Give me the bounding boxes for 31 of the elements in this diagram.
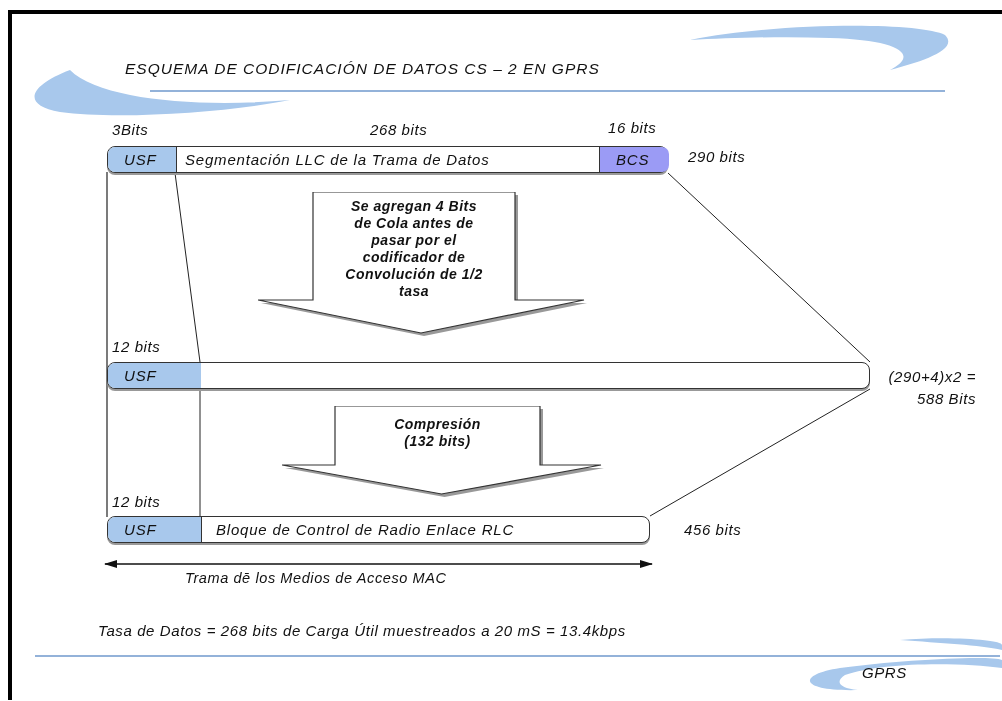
projection-line — [649, 388, 871, 517]
field-label: USF — [124, 521, 157, 538]
field-cell — [599, 147, 669, 172]
frame-bar — [107, 516, 650, 543]
dimension-label: Trama dē los Medios de Acceso MAC — [185, 570, 447, 586]
bit-count-label: 290 bits — [688, 148, 746, 165]
title: ESQUEMA DE CODIFICACIÓN DE DATOS CS – 2 EN GPRS — [125, 60, 600, 78]
projection-line — [667, 172, 871, 363]
field-cell — [108, 363, 201, 388]
bit-count-label: 12 bits — [112, 338, 161, 355]
field-label: USF — [124, 151, 157, 168]
footer-label: GPRS — [862, 664, 907, 681]
field-cell — [108, 147, 176, 172]
bit-count-label: (290+4)x2 = 588 Bits — [887, 367, 976, 409]
field-label: Bloque de Control de Radio Enlace RLC — [216, 521, 515, 538]
arrow-label: Compresión (132 bits) — [393, 416, 482, 450]
formula-note: Tasa de Datos = 268 bits de Carga Útil muestreados a 20 mS = 13.4kbps — [98, 622, 626, 639]
field-label: Segmentación LLC de la Trama de Datos — [185, 151, 490, 168]
bit-count-label: 456 bits — [684, 521, 742, 538]
projection-line — [199, 388, 201, 517]
field-cell — [108, 517, 201, 542]
frame-bar — [107, 362, 870, 389]
field-label: USF — [124, 367, 157, 384]
arrow-label: Se agregan 4 Bits de Cola antes de pasar por el codificador de Convolución de 1/2 tasa — [344, 198, 484, 300]
bit-count-label: 12 bits — [112, 493, 161, 510]
bit-count-label: 268 bits — [370, 121, 428, 138]
frame-bar — [107, 146, 668, 173]
bit-count-label: 3Bits — [112, 121, 149, 138]
bit-count-label: 16 bits — [608, 119, 657, 136]
field-label: BCS — [616, 151, 650, 168]
projection-line — [174, 172, 201, 363]
